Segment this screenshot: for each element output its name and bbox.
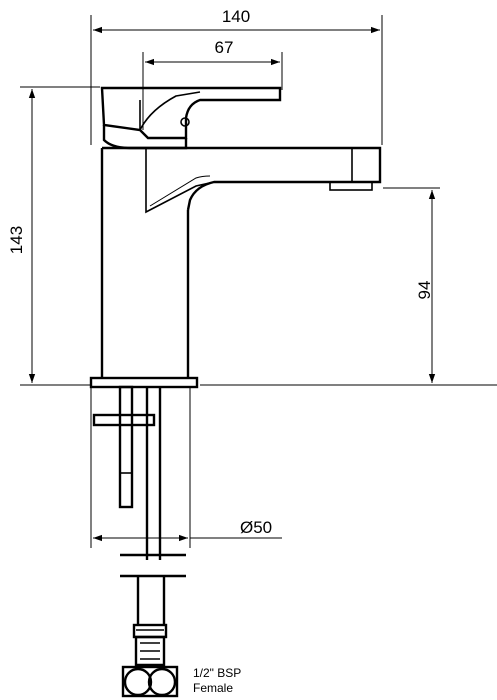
mounting-hardware — [92, 385, 186, 698]
connection-note: 1/2" BSP Female — [193, 666, 241, 695]
tap-column — [100, 148, 190, 378]
base-diameter-label: Ø50 — [240, 518, 272, 537]
mounting-stud — [118, 385, 134, 509]
dimension-lever-width: 67 — [142, 38, 283, 130]
connector-body — [121, 665, 179, 698]
fixing-bracket — [92, 413, 156, 427]
lever-width-label: 67 — [215, 38, 234, 57]
overall-height-label: 143 — [7, 226, 26, 254]
hex-nut — [134, 635, 166, 667]
hose-ferrule — [132, 623, 168, 639]
dimension-overall-height: 143 — [7, 86, 100, 386]
dimension-spout-height: 94 — [383, 187, 440, 383]
lever-handle — [100, 86, 282, 140]
connection-type-label: Female — [193, 681, 233, 695]
spout-height-label: 94 — [415, 281, 434, 300]
connection-size-label: 1/2" BSP — [193, 666, 241, 680]
aerator — [329, 181, 373, 191]
dimension-base-diameter: Ø50 — [90, 387, 282, 548]
dimension-overall-width: 140 — [90, 7, 383, 145]
tap-spout — [102, 146, 382, 211]
lever-pivot — [180, 117, 190, 127]
tap-body — [100, 86, 382, 378]
base-plate — [89, 376, 199, 389]
overall-width-label: 140 — [222, 7, 250, 26]
